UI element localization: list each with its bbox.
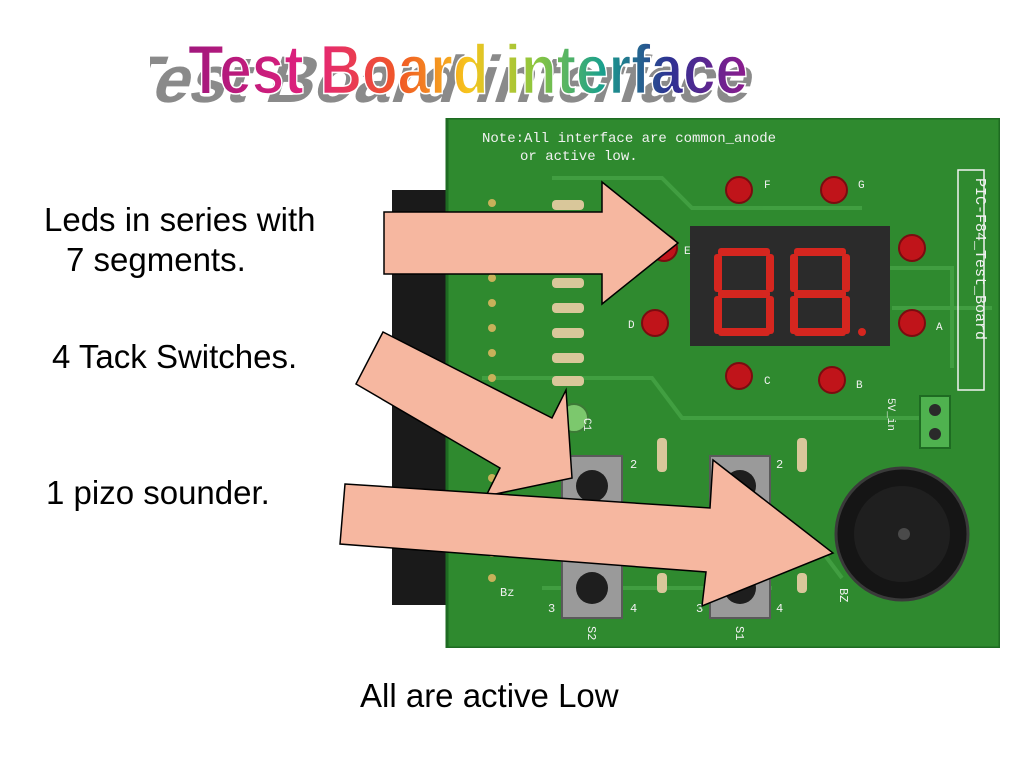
slide-title-shadow: Test Board interface	[150, 44, 766, 113]
segment-leds	[641, 176, 926, 394]
led-label-e: E	[684, 246, 691, 258]
led-label-f: F	[764, 180, 771, 192]
led-label-a: A	[936, 322, 943, 334]
slide-title-text: Test Board interface	[188, 32, 748, 109]
header-label-bz: Bz	[500, 586, 514, 600]
led-d	[641, 309, 669, 337]
pin-label: 2	[630, 458, 637, 472]
led-labels: F G E D C B A	[628, 180, 943, 392]
led-f	[725, 176, 753, 204]
slide-title: Test Board interface Test Board interfac…	[150, 31, 766, 113]
led-dp	[898, 234, 926, 262]
pin-label: 2	[776, 458, 783, 472]
piezo-buzzer	[834, 466, 970, 602]
led-label-b: B	[856, 380, 863, 392]
pin-label: 4	[776, 602, 783, 616]
pin-label: 3	[548, 602, 555, 616]
led-label-d: D	[628, 320, 635, 332]
footer-note: All are active Low	[360, 677, 619, 714]
power-connector	[919, 395, 951, 449]
callout-switches: 4 Tack Switches.	[52, 338, 298, 375]
callout-leds: Leds in series with 7 segments.	[44, 200, 315, 280]
silkscreen-note-line1: Note:All interface are common_anode	[482, 131, 776, 147]
switch-top-left	[561, 455, 623, 517]
capacitor-label: C1	[580, 418, 592, 432]
callout-leds-line2: 7 segments.	[66, 241, 246, 278]
callout-leds-line1: Leds in series with	[44, 201, 316, 238]
led-label-g: G	[858, 180, 865, 192]
pin-label: 4	[630, 602, 637, 616]
led-b	[818, 366, 846, 394]
switch-label-s2: S2	[584, 626, 598, 640]
led-a	[898, 309, 926, 337]
power-label: 5V_in	[884, 398, 896, 431]
buzzer-label: BZ	[836, 588, 850, 602]
led-label-c: C	[764, 376, 771, 388]
seven-segment-display	[690, 226, 890, 346]
switch-s1	[709, 557, 771, 619]
led-c	[725, 362, 753, 390]
callout-sounder: 1 pizo sounder.	[46, 474, 270, 511]
led-g	[820, 176, 848, 204]
board-name-label: PIC-F84_Test_Board	[971, 178, 988, 340]
switch-s2	[561, 557, 623, 619]
led-e	[650, 234, 678, 262]
test-board-photo: Note:All interface are common_anode or a…	[392, 118, 1000, 648]
switch-top-right	[709, 455, 771, 517]
pin-label: 3	[696, 602, 703, 616]
silkscreen-note-line2: or active low.	[520, 149, 638, 165]
switch-label-s1: S1	[732, 626, 746, 640]
